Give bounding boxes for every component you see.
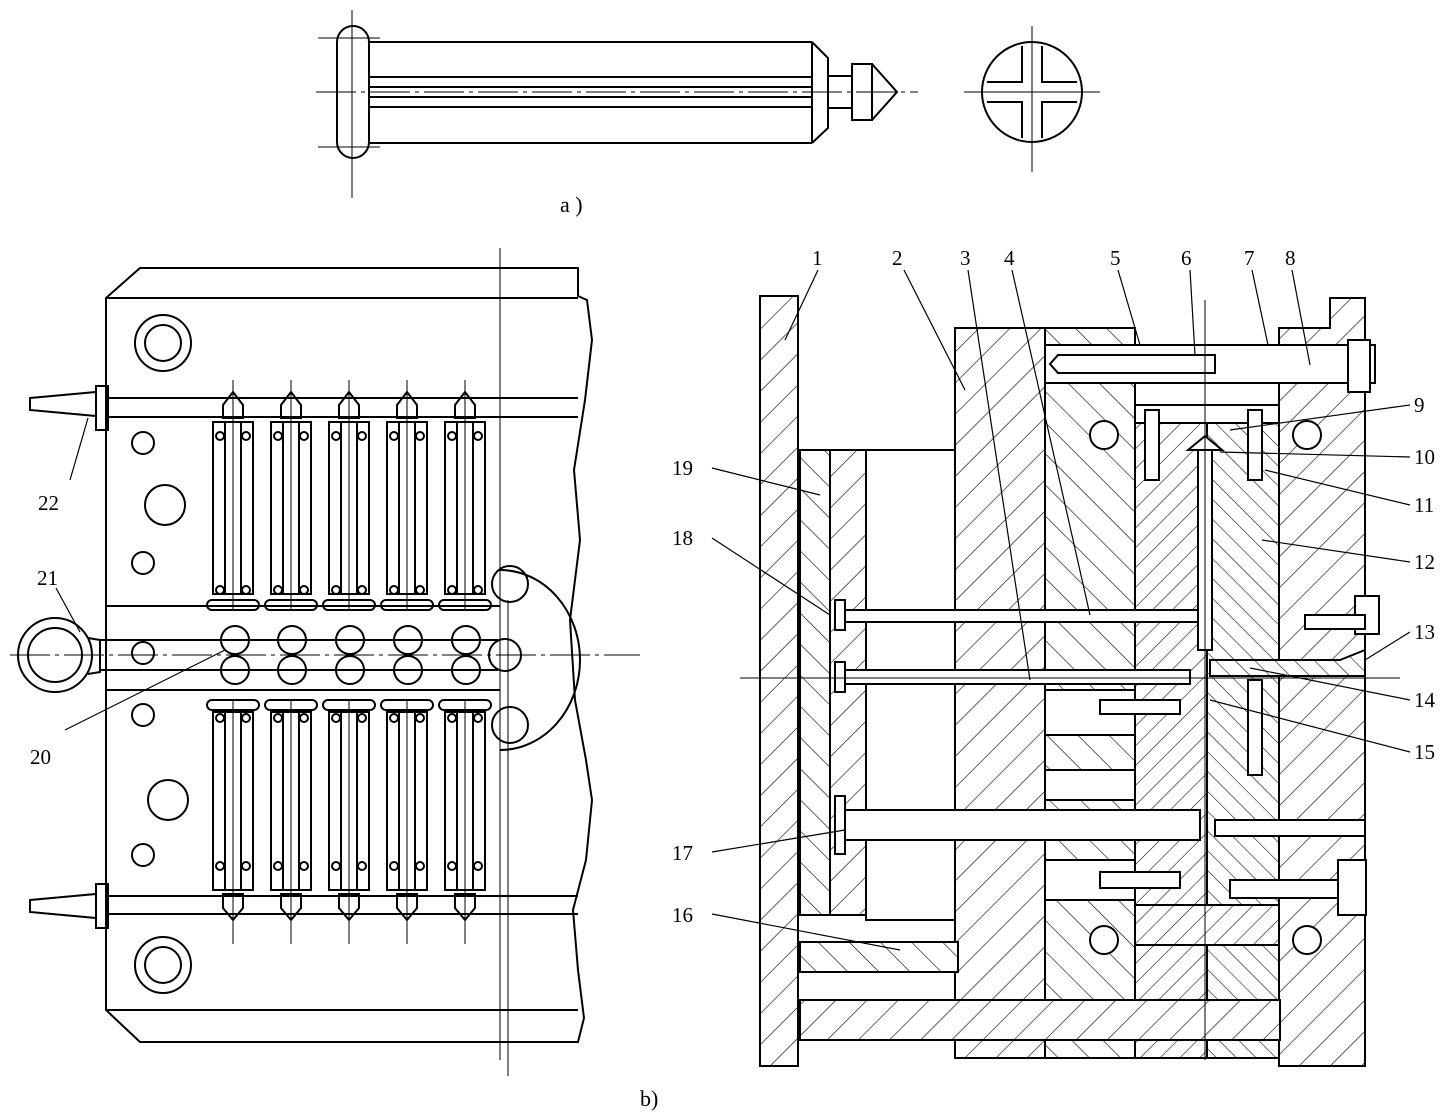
cavity-array — [206, 380, 492, 944]
label-7: 7 — [1244, 246, 1255, 270]
label-18: 18 — [672, 526, 693, 550]
label-17: 17 — [672, 841, 693, 865]
label-6: 6 — [1181, 246, 1192, 270]
label-13: 13 — [1414, 620, 1435, 644]
caption-a: a ) — [560, 192, 583, 217]
label-3: 3 — [960, 246, 971, 270]
leader-lines — [55, 269, 1411, 951]
label-12: 12 — [1414, 550, 1435, 574]
label-8: 8 — [1285, 246, 1296, 270]
label-1: 1 — [812, 246, 823, 270]
label-15: 15 — [1414, 740, 1435, 764]
caption-b: b) — [640, 1086, 658, 1111]
label-11: 11 — [1414, 493, 1434, 517]
part-view-a — [316, 10, 1100, 198]
label-19: 19 — [672, 456, 693, 480]
mold-plan-view — [10, 248, 640, 1076]
label-4: 4 — [1004, 246, 1015, 270]
label-16: 16 — [672, 903, 693, 927]
label-14: 14 — [1414, 688, 1436, 712]
label-20: 20 — [30, 745, 51, 769]
mold-section-view — [740, 295, 1400, 1067]
label-10: 10 — [1414, 445, 1435, 469]
label-2: 2 — [892, 246, 903, 270]
label-22: 22 — [38, 491, 59, 515]
label-5: 5 — [1110, 246, 1121, 270]
label-9: 9 — [1414, 393, 1425, 417]
part-labels: 1 2 3 4 5 6 7 8 9 10 11 12 13 14 15 16 1… — [30, 246, 1436, 927]
label-21: 21 — [37, 566, 58, 590]
